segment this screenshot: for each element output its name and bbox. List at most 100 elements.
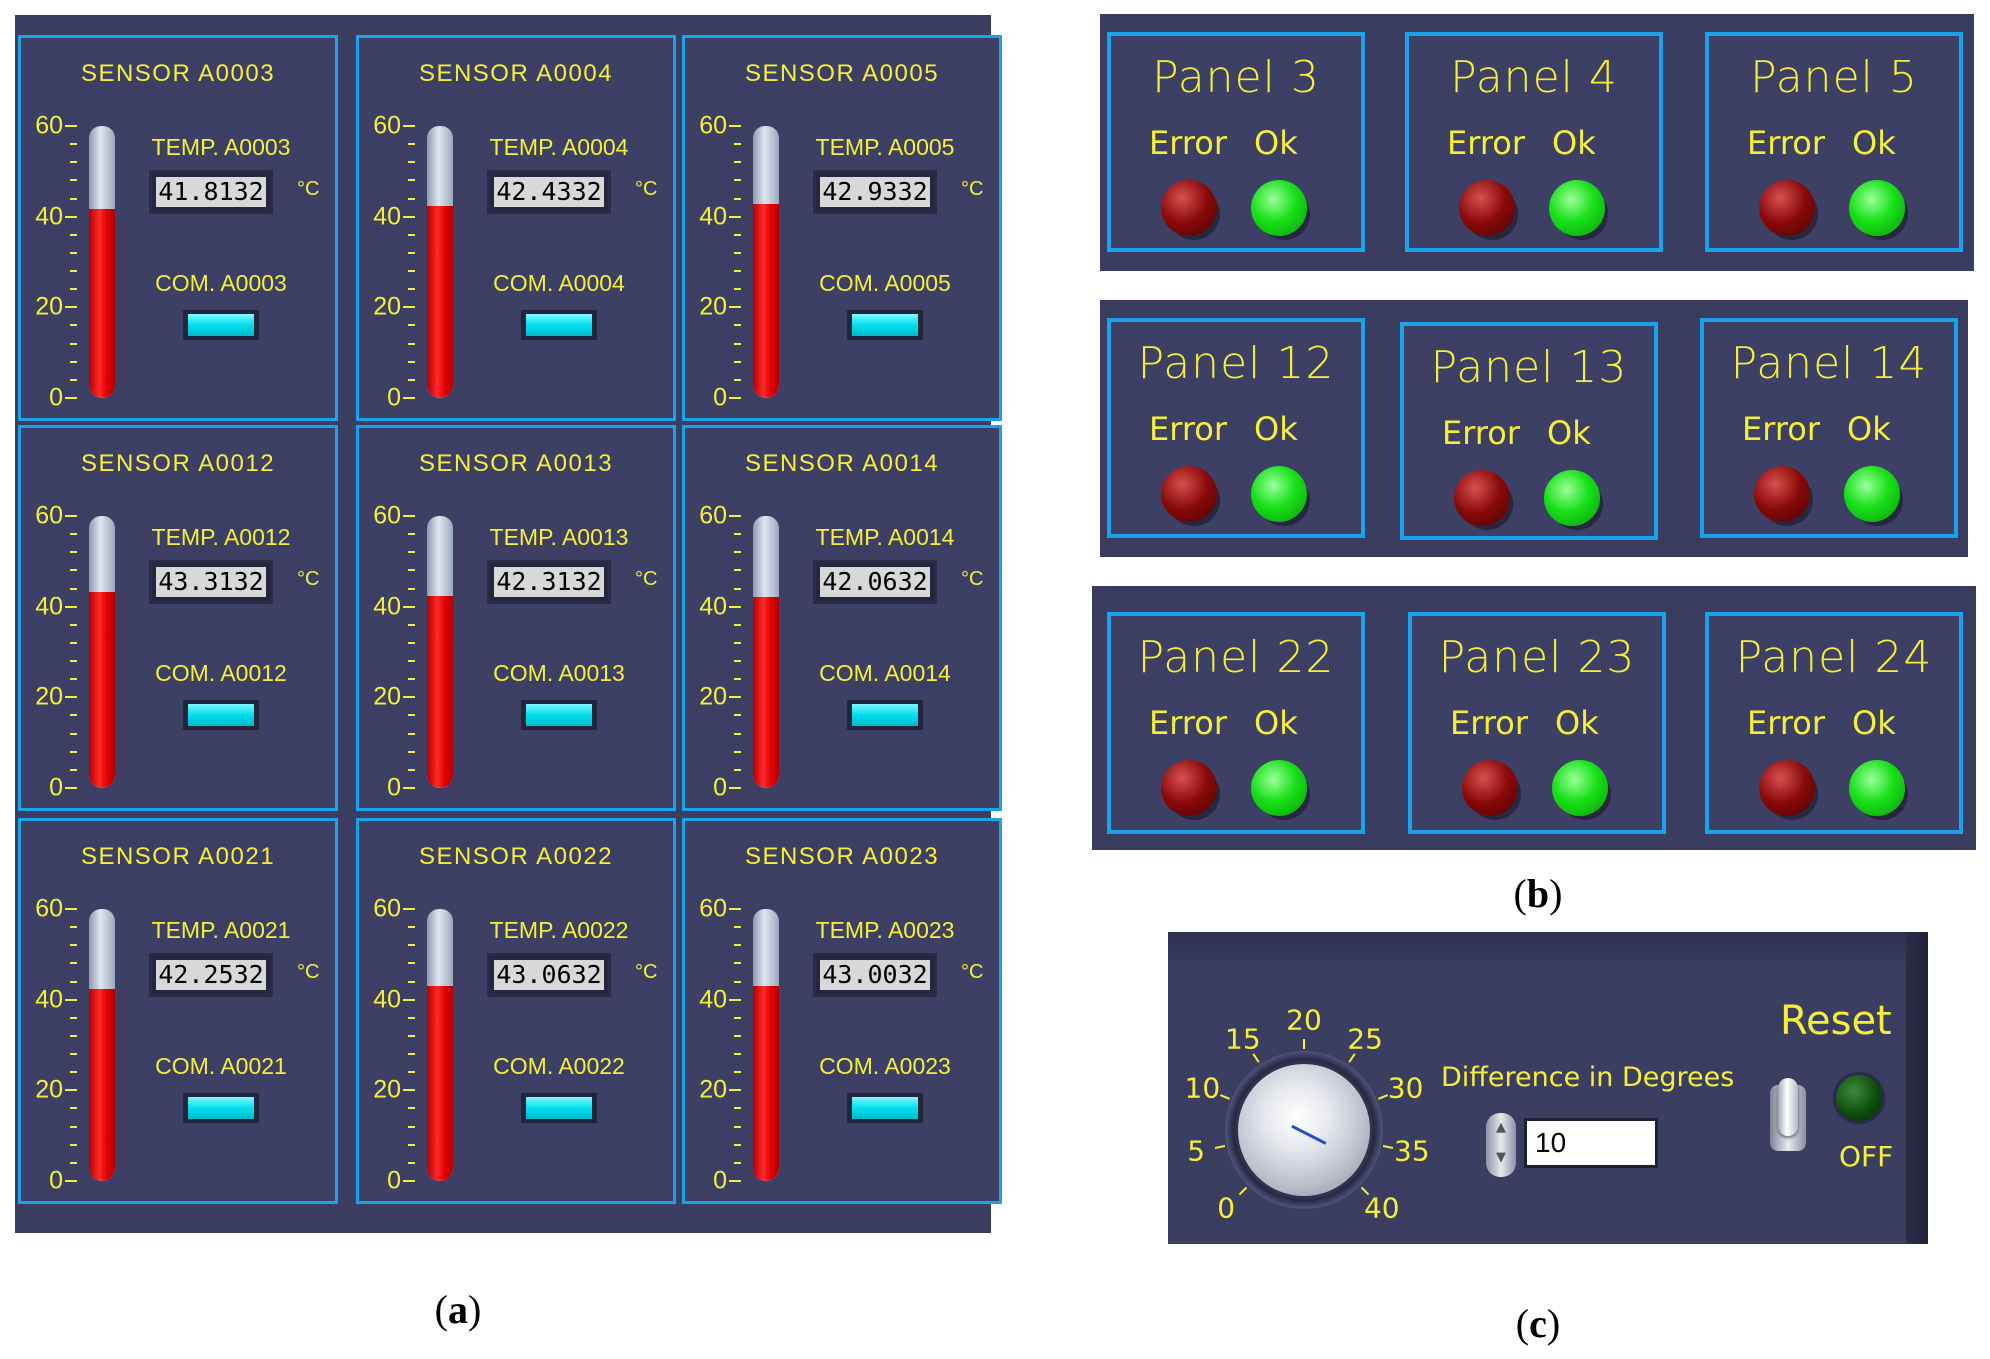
caption-c-letter: c xyxy=(1529,1301,1547,1346)
sensor-title: SENSOR A0005 xyxy=(744,60,940,87)
error-led[interactable] xyxy=(1454,470,1510,526)
error-led[interactable] xyxy=(1161,466,1217,522)
thermometer-tube xyxy=(753,126,779,398)
scale-tick-label: 60 xyxy=(699,894,727,923)
scale-tick-label: 40 xyxy=(35,202,63,231)
difference-input[interactable]: 10 xyxy=(1524,1118,1658,1168)
scale-tick xyxy=(734,944,741,947)
caption-b: (b) xyxy=(1513,871,1563,916)
temp-display: 42.0632 xyxy=(813,560,937,604)
scale-tick xyxy=(408,980,415,983)
ok-led[interactable] xyxy=(1251,180,1307,236)
com-indicator-light xyxy=(852,1097,918,1119)
ok-led[interactable] xyxy=(1544,470,1600,526)
thermometer-tube xyxy=(89,909,115,1181)
ok-led[interactable] xyxy=(1251,466,1307,522)
scale-tick xyxy=(729,696,741,699)
knob-pointer xyxy=(1291,1124,1327,1145)
com-label: COM. A0021 xyxy=(155,1053,287,1079)
com-indicator xyxy=(183,1093,259,1123)
scale-tick xyxy=(70,233,77,236)
ok-led[interactable] xyxy=(1552,760,1608,816)
scale-tick-label: 0 xyxy=(713,383,727,412)
temp-label: TEMP. A0023 xyxy=(815,917,955,943)
scale-tick xyxy=(70,980,77,983)
scale-tick xyxy=(70,288,77,291)
ok-label: Ok xyxy=(1852,704,1896,742)
com-indicator xyxy=(847,700,923,730)
error-led[interactable] xyxy=(1459,180,1515,236)
scale-tick-label: 40 xyxy=(373,592,401,621)
scale-tick xyxy=(729,605,741,608)
ok-label: Ok xyxy=(1254,410,1298,448)
temp-unit: °C xyxy=(297,961,320,983)
scale-tick xyxy=(408,1016,415,1019)
scale-tick xyxy=(70,569,77,572)
scale-tick xyxy=(408,623,415,626)
scale-tick xyxy=(403,605,415,608)
scale-tick xyxy=(70,926,77,929)
reset-toggle-switch[interactable] xyxy=(1778,1078,1798,1136)
scale-tick xyxy=(65,215,77,218)
ok-led[interactable] xyxy=(1849,180,1905,236)
caption-a-letter: a xyxy=(448,1287,468,1332)
error-led[interactable] xyxy=(1462,760,1518,816)
error-label: Error xyxy=(1149,410,1227,448)
ok-led[interactable] xyxy=(1549,180,1605,236)
scale-tick xyxy=(734,1107,741,1110)
scale-tick-label: 40 xyxy=(699,985,727,1014)
scale-tick xyxy=(729,306,741,309)
com-indicator-light xyxy=(188,1097,254,1119)
scale-tick xyxy=(408,641,415,644)
ok-led[interactable] xyxy=(1251,760,1307,816)
error-led[interactable] xyxy=(1759,180,1815,236)
dial-tick xyxy=(1219,1094,1230,1100)
scale-tick xyxy=(734,623,741,626)
scale-tick xyxy=(408,1034,415,1037)
scale-tick xyxy=(729,1180,741,1182)
scale-tick-label: 0 xyxy=(387,383,401,412)
scale-tick xyxy=(734,962,741,965)
scale-tick xyxy=(734,714,741,717)
scale-tick xyxy=(729,397,741,399)
scale-tick xyxy=(70,1125,77,1128)
ok-led[interactable] xyxy=(1849,760,1905,816)
sensor-title: SENSOR A0004 xyxy=(418,60,614,87)
scale-tick xyxy=(70,533,77,536)
scale-tick xyxy=(70,342,77,345)
com-indicator xyxy=(521,1093,597,1123)
scale-tick xyxy=(408,288,415,291)
scale-tick xyxy=(408,143,415,146)
scale-tick xyxy=(408,533,415,536)
com-label: COM. A0012 xyxy=(155,660,287,686)
difference-stepper[interactable]: ▲▼ xyxy=(1486,1113,1516,1177)
reset-led xyxy=(1836,1075,1882,1121)
scale-tick-label: 0 xyxy=(49,1166,63,1195)
temp-label: TEMP. A0022 xyxy=(489,917,629,943)
temp-display: 42.9332 xyxy=(813,170,937,214)
temp-value: 43.0032 xyxy=(820,960,930,990)
scale-tick xyxy=(65,696,77,699)
error-led[interactable] xyxy=(1161,760,1217,816)
scale-tick xyxy=(408,732,415,735)
scale-tick-label: 20 xyxy=(35,292,63,321)
error-led[interactable] xyxy=(1759,760,1815,816)
scale-tick xyxy=(408,179,415,182)
scale-tick xyxy=(65,515,77,517)
ok-led[interactable] xyxy=(1844,466,1900,522)
error-led[interactable] xyxy=(1161,180,1217,236)
scale-tick xyxy=(65,397,77,399)
ok-label: Ok xyxy=(1547,414,1591,452)
scale-tick xyxy=(734,980,741,983)
scale-tick xyxy=(729,515,741,517)
scale-tick xyxy=(408,360,415,363)
dial-knob[interactable] xyxy=(1238,1064,1370,1196)
temp-value: 42.3132 xyxy=(494,567,604,597)
error-led[interactable] xyxy=(1754,466,1810,522)
